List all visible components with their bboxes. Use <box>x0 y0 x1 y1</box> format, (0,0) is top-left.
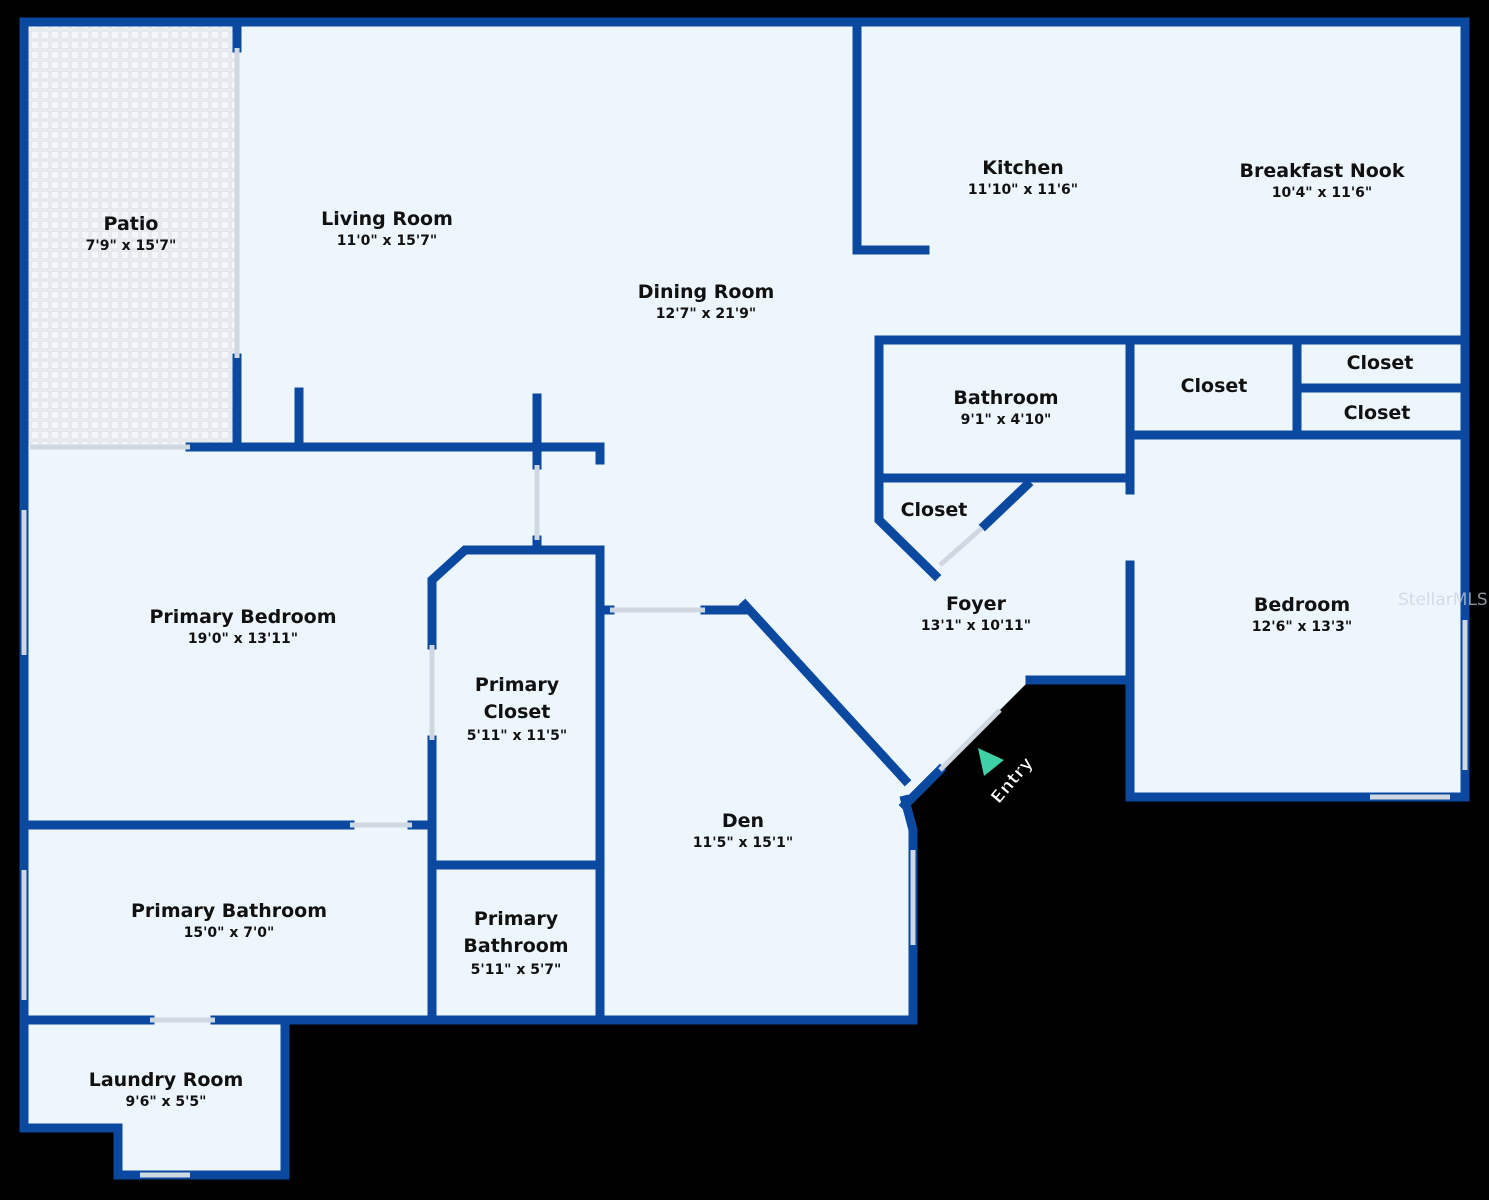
room-label: Closet <box>1343 402 1411 424</box>
patio-area <box>27 26 235 444</box>
entry-arrow-icon <box>978 748 1004 776</box>
watermark: StellarMLS <box>1398 590 1488 610</box>
room-label: Closet <box>900 499 968 521</box>
room-label: Closet <box>1180 375 1248 397</box>
room-label: Closet <box>1346 352 1414 374</box>
floor-area <box>24 22 1465 1175</box>
windows <box>21 48 1468 1178</box>
